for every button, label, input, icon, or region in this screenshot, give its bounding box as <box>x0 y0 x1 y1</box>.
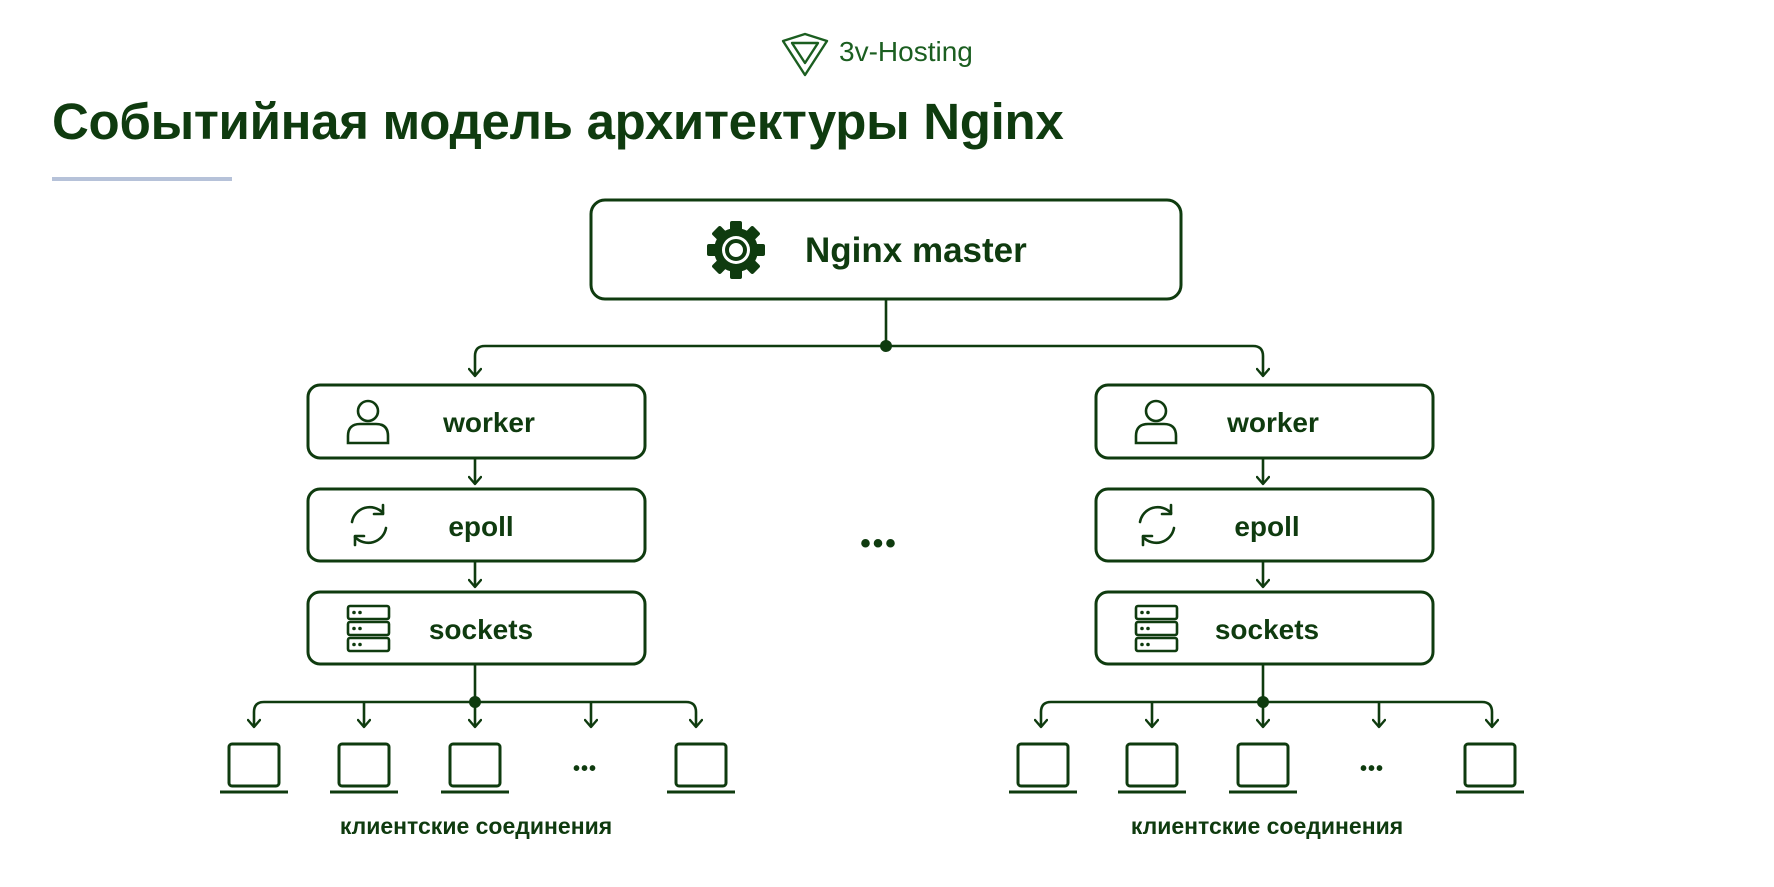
user-icon <box>346 399 390 445</box>
client-ellipsis: ••• <box>573 758 597 780</box>
clients-label: клиентские соединения <box>340 813 612 839</box>
nginx-master-box[interactable]: Nginx master <box>589 198 1183 301</box>
sockets-junction-dot <box>1257 696 1269 708</box>
refresh-icon <box>1138 503 1176 547</box>
master-label: Nginx master <box>805 231 1027 270</box>
refresh-icon <box>350 503 388 547</box>
client-connectors <box>254 664 696 727</box>
brand-logo[interactable]: 3v-Hosting <box>781 32 973 77</box>
gear-icon <box>707 221 765 279</box>
server-icon <box>346 604 391 653</box>
epoll-box[interactable]: epoll <box>1094 487 1435 563</box>
page-title: Событийная модель архитектуры Nginx <box>52 93 1064 150</box>
worker-box[interactable]: worker <box>1094 383 1435 460</box>
sockets-box[interactable]: sockets <box>306 590 647 666</box>
middle-ellipsis: ••• <box>860 527 898 560</box>
diamond-v-logo-icon <box>781 32 829 77</box>
laptop-icon <box>330 742 398 794</box>
sockets-junction-dot <box>469 696 481 708</box>
sockets-box[interactable]: sockets <box>1094 590 1435 666</box>
laptop-icon <box>1456 742 1524 794</box>
server-icon <box>1134 604 1179 653</box>
sockets-label: sockets <box>429 614 533 645</box>
laptop-icon <box>441 742 509 794</box>
laptop-icon <box>220 742 288 794</box>
laptop-icon <box>1229 742 1297 794</box>
worker-label: worker <box>1226 407 1319 438</box>
sockets-label: sockets <box>1215 614 1319 645</box>
epoll-box[interactable]: epoll <box>306 487 647 563</box>
client-connectors <box>1041 664 1492 727</box>
worker-label: worker <box>442 407 535 438</box>
laptop-icon <box>1118 742 1186 794</box>
master-connectors <box>475 299 1263 376</box>
epoll-label: epoll <box>1234 511 1299 542</box>
worker-column-right: worker epoll <box>1009 383 1524 839</box>
master-junction-dot <box>880 340 892 352</box>
laptop-icon <box>1009 742 1077 794</box>
title-underline <box>52 177 232 181</box>
brand-name: 3v-Hosting <box>839 36 973 67</box>
client-ellipsis: ••• <box>1360 758 1384 780</box>
laptop-icon <box>667 742 735 794</box>
user-icon <box>1134 399 1178 445</box>
worker-box[interactable]: worker <box>306 383 647 460</box>
epoll-label: epoll <box>448 511 513 542</box>
worker-column-left: worker epoll <box>220 383 735 839</box>
clients-label: клиентские соединения <box>1131 813 1403 839</box>
